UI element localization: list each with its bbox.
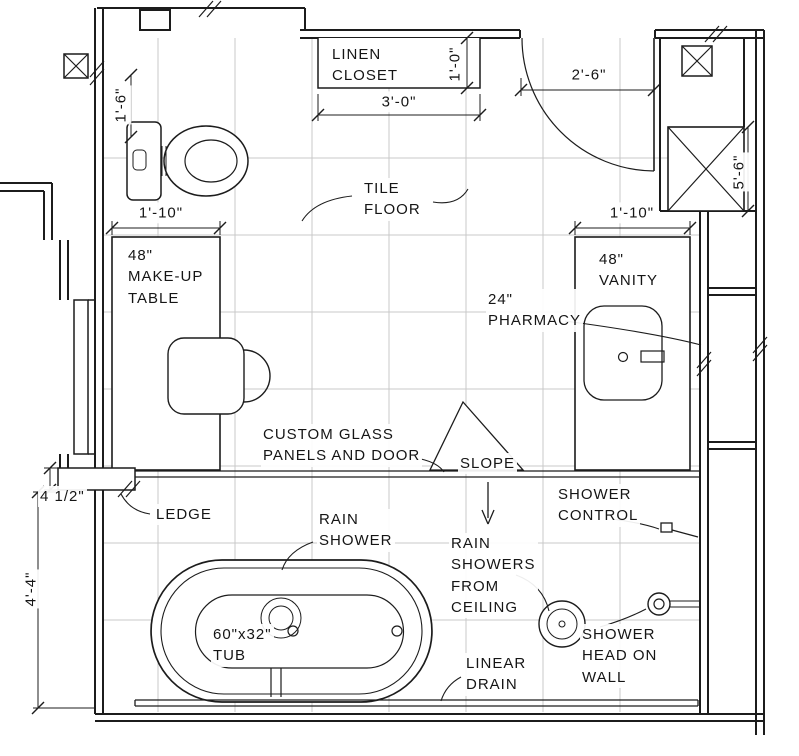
dim-closet-depth: 1'-0" — [444, 44, 466, 84]
dim-vanity-depth: 1'-10" — [607, 202, 657, 224]
label-shower-head-on-wall: SHOWER HEAD ON WALL — [580, 624, 660, 688]
label-tub: 60"x32" TUB — [211, 624, 274, 667]
dim-ledge-thickness: 4 1/2" — [38, 486, 87, 508]
dim-shower-length: 4'-4" — [20, 569, 42, 609]
faucet-icon — [617, 351, 629, 363]
label-rain-shower: RAIN SHOWER — [317, 509, 395, 552]
x-marker-icon — [681, 45, 713, 77]
label-ledge: LEDGE — [154, 504, 214, 526]
shower-heads — [538, 592, 699, 648]
x-marker-icon — [63, 53, 89, 79]
stool — [167, 337, 245, 415]
walls — [94, 7, 765, 735]
label-vanity: 48" VANITY — [597, 249, 661, 292]
label-tile-floor: TILE FLOOR — [362, 178, 423, 221]
wall-shower-head-icon — [647, 592, 671, 616]
tub-drain-icon — [287, 625, 299, 637]
label-custom-glass: CUSTOM GLASS PANELS AND DOOR — [261, 424, 423, 467]
label-linear-drain: LINEAR DRAIN — [464, 653, 529, 696]
dim-closet-width: 3'-0" — [379, 91, 419, 113]
label-makeup-table: 48" MAKE-UP TABLE — [126, 245, 206, 309]
leader-lines — [120, 188, 702, 702]
stool-back — [243, 349, 271, 403]
dim-toilet-offset: 1'-6" — [110, 85, 132, 125]
ledge — [57, 467, 136, 491]
dim-door-width: 2'-6" — [569, 64, 609, 86]
dim-shaft-height: 5'-6" — [728, 152, 750, 192]
label-pharmacy: 24" PHARMACY — [486, 289, 584, 332]
entry-door — [521, 37, 655, 172]
tub-overflow-icon — [391, 625, 403, 637]
toilet — [126, 121, 249, 201]
dim-makeup-depth: 1'-10" — [136, 202, 186, 224]
x-marker-icon — [667, 126, 745, 212]
label-linen-closet: LINEN CLOSET — [330, 44, 401, 87]
faucet-handle — [640, 350, 665, 363]
label-slope: SLOPE — [458, 453, 518, 475]
label-shower-control: SHOWER CONTROL — [556, 484, 641, 527]
linear-drain-lines — [134, 699, 699, 707]
rain-shower-head-icon — [538, 600, 586, 648]
glass-partition — [103, 470, 700, 478]
corridor-walls — [0, 53, 95, 468]
tub — [150, 559, 433, 703]
arrow-down-icon — [481, 509, 495, 525]
label-rain-showers-from-ceiling: RAIN SHOWERS FROM CEILING — [449, 533, 538, 619]
wall-break-marks — [89, 0, 768, 498]
shower-control-valve — [660, 522, 699, 538]
